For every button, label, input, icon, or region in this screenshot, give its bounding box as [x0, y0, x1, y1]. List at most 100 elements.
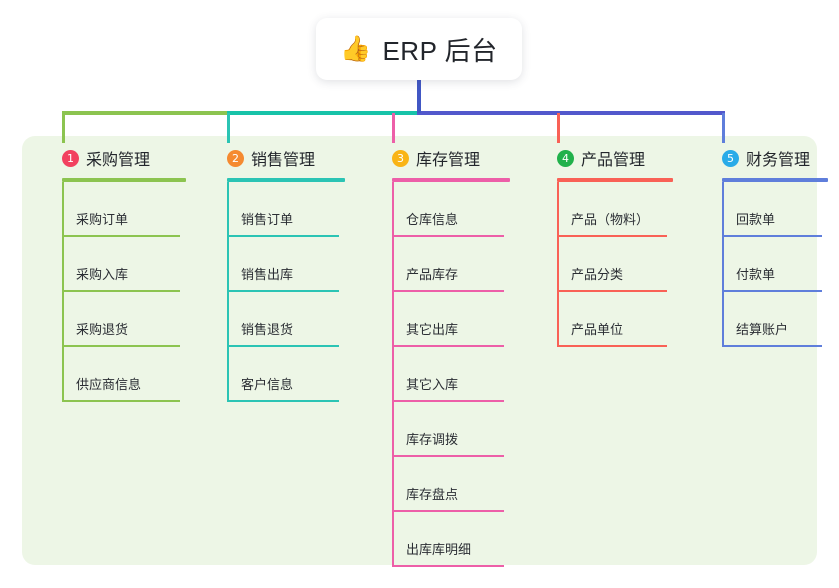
branch-item-label: 采购订单 — [76, 212, 129, 227]
branch-number-badge: 5 — [722, 149, 739, 167]
branch-item-label: 产品单位 — [571, 322, 624, 337]
branch-item-list: 仓库信息产品库存其它出库其它入库库存调拨库存盘点出库库明细 — [372, 182, 514, 567]
branch-drop-connector — [557, 113, 560, 143]
branch-title: 采购管理 — [86, 152, 151, 169]
branch-item[interactable]: 付款单 — [702, 237, 832, 292]
branch-item-list: 销售订单销售出库销售退货客户信息 — [207, 182, 349, 402]
branch-item[interactable]: 其它出库 — [372, 292, 514, 347]
branch-item-label: 采购退货 — [76, 322, 129, 337]
branch-item[interactable]: 销售出库 — [207, 237, 349, 292]
branch-item-label: 回款单 — [736, 212, 776, 227]
branch-item-label: 仓库信息 — [406, 212, 459, 227]
branch-header[interactable]: 1 采购管理 — [42, 146, 190, 170]
branch-item-rule — [392, 455, 504, 457]
branch-item[interactable]: 采购入库 — [42, 237, 190, 292]
branch-item[interactable]: 产品单位 — [537, 292, 677, 347]
branch-item[interactable]: 供应商信息 — [42, 347, 190, 402]
branch-header[interactable]: 2 销售管理 — [207, 146, 349, 170]
branch-item-rule — [392, 565, 504, 567]
branch-column: 2 销售管理销售订单销售出库销售退货客户信息 — [207, 146, 349, 402]
branch-spine-connector — [62, 182, 64, 402]
branch-header-rule — [392, 178, 510, 182]
branch-item-rule — [392, 235, 504, 237]
branch-item-rule — [392, 290, 504, 292]
branch-number-badge: 2 — [227, 149, 244, 167]
branch-item-rule — [62, 290, 180, 292]
branch-item[interactable]: 库存盘点 — [372, 457, 514, 512]
branch-header[interactable]: 5 财务管理 — [702, 146, 832, 170]
root-node-title: ERP 后台 — [382, 35, 498, 66]
branch-item-label: 销售退货 — [241, 322, 294, 337]
branch-item-rule — [722, 290, 822, 292]
branch-item[interactable]: 出库库明细 — [372, 512, 514, 567]
branch-header-rule — [722, 178, 828, 182]
branch-spine-connector — [227, 182, 229, 402]
branch-item-label: 出库库明细 — [406, 542, 472, 557]
branch-item-rule — [227, 400, 339, 402]
branch-drop-connector — [62, 113, 65, 143]
branch-item-rule — [227, 345, 339, 347]
branch-item-rule — [227, 235, 339, 237]
branches-panel — [22, 136, 817, 565]
branch-header-rule — [227, 178, 345, 182]
bus-segment — [62, 111, 227, 115]
branch-item[interactable]: 库存调拨 — [372, 402, 514, 457]
branch-item-label: 采购入库 — [76, 267, 129, 282]
branch-item[interactable]: 其它入库 — [372, 347, 514, 402]
branch-spine-connector — [392, 182, 394, 567]
branch-item-label: 结算账户 — [736, 322, 789, 337]
branch-item[interactable]: 采购退货 — [42, 292, 190, 347]
branch-title: 销售管理 — [251, 152, 316, 169]
branch-item-rule — [62, 400, 180, 402]
branch-item[interactable]: 销售退货 — [207, 292, 349, 347]
branch-item-label: 其它出库 — [406, 322, 459, 337]
branch-item[interactable]: 产品库存 — [372, 237, 514, 292]
branch-item-rule — [557, 235, 667, 237]
root-node[interactable]: 👍 ERP 后台 — [316, 18, 522, 80]
branch-item[interactable]: 产品（物料） — [537, 182, 677, 237]
thumbs-up-icon: 👍 — [340, 34, 372, 63]
branch-item[interactable]: 采购订单 — [42, 182, 190, 237]
branch-item[interactable]: 结算账户 — [702, 292, 832, 347]
branch-item-label: 付款单 — [736, 267, 776, 282]
branch-item-rule — [227, 290, 339, 292]
branch-item-label: 销售出库 — [241, 267, 294, 282]
branch-item-rule — [62, 345, 180, 347]
branch-column: 4 产品管理产品（物料） 产品分类产品单位 — [537, 146, 677, 347]
branch-drop-connector — [392, 113, 395, 143]
branch-item-list: 采购订单采购入库采购退货供应商信息 — [42, 182, 190, 402]
bus-segment — [227, 111, 419, 115]
branch-header[interactable]: 4 产品管理 — [537, 146, 677, 170]
branch-spine-connector — [557, 182, 559, 347]
branch-item[interactable]: 客户信息 — [207, 347, 349, 402]
branch-item-label: 库存盘点 — [406, 487, 459, 502]
branch-item[interactable]: 仓库信息 — [372, 182, 514, 237]
branch-item-rule — [62, 235, 180, 237]
branch-item-rule — [557, 345, 667, 347]
branch-number-badge: 1 — [62, 149, 79, 167]
branch-column: 1 采购管理采购订单采购入库采购退货供应商信息 — [42, 146, 190, 402]
branch-item-label: 库存调拨 — [406, 432, 459, 447]
branch-item[interactable]: 销售订单 — [207, 182, 349, 237]
branch-item-rule — [392, 345, 504, 347]
branch-header-rule — [557, 178, 673, 182]
branch-item-rule — [392, 400, 504, 402]
branch-title: 财务管理 — [746, 152, 811, 169]
branch-item[interactable]: 回款单 — [702, 182, 832, 237]
branch-item[interactable]: 产品分类 — [537, 237, 677, 292]
branch-drop-connector — [227, 113, 230, 143]
branch-item-rule — [722, 235, 822, 237]
branch-item-label: 销售订单 — [241, 212, 294, 227]
branch-item-label: 客户信息 — [241, 377, 294, 392]
branch-item-label: 其它入库 — [406, 377, 459, 392]
branch-item-list: 回款单付款单结算账户 — [702, 182, 832, 347]
branch-item-label: 产品分类 — [571, 267, 624, 282]
branch-number-badge: 4 — [557, 149, 574, 167]
root-trunk-connector — [417, 80, 421, 113]
branch-item-list: 产品（物料） 产品分类产品单位 — [537, 182, 677, 347]
branch-item-rule — [722, 345, 822, 347]
branch-title: 产品管理 — [581, 152, 646, 169]
branch-number-badge: 3 — [392, 149, 409, 167]
